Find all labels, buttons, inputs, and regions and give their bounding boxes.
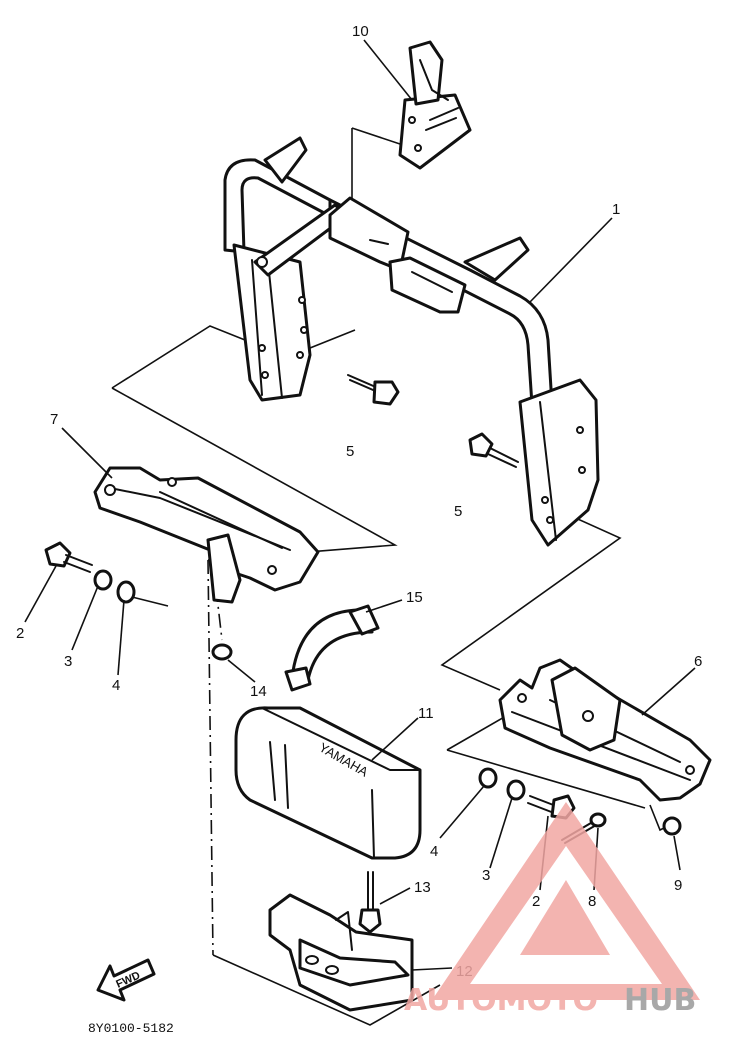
part-1-guard-frame	[223, 136, 600, 547]
callout-6: 6	[694, 653, 702, 670]
callout-8: 8	[588, 893, 596, 910]
part-15-strap	[284, 604, 380, 692]
callout-5-upper: 5	[346, 443, 354, 460]
diagram-code: 8Y0100-5182	[88, 1021, 174, 1036]
callout-9: 9	[674, 877, 682, 894]
part-12-holder	[268, 893, 414, 1012]
part-14-grommet	[211, 643, 233, 661]
part-3-spring-washer-left	[93, 569, 113, 591]
part-4-washer-right	[478, 767, 498, 789]
callout-2-left: 2	[16, 625, 24, 642]
part-5-bolt-upper	[347, 374, 400, 406]
part-2-bolt-left	[44, 541, 93, 573]
part-4-washer-left	[116, 580, 136, 604]
callout-13: 13	[414, 879, 431, 896]
callout-3-right: 3	[482, 867, 490, 884]
callout-1: 1	[612, 201, 620, 218]
part-10-small-bracket	[398, 40, 472, 170]
automotohub-watermark: AUTOMOTO HUB	[404, 802, 700, 1018]
callout-7: 7	[50, 411, 58, 428]
watermark-text-hub: HUB	[624, 983, 696, 1018]
part-11-battery-box: YAMAHA	[234, 706, 422, 860]
part-6-right-bracket	[498, 658, 712, 802]
callout-10: 10	[352, 23, 369, 40]
callout-4-right: 4	[430, 843, 438, 860]
part-3-spring-washer-right	[506, 779, 526, 801]
callout-5-lower: 5	[454, 503, 462, 520]
callout-14: 14	[250, 683, 267, 700]
watermark-triangle-logo	[432, 802, 700, 1000]
callout-15: 15	[406, 589, 423, 606]
part-5-bolt-lower	[468, 432, 519, 468]
callout-2-right: 2	[532, 893, 540, 910]
part-7-left-bracket	[93, 466, 320, 604]
part-9-washer	[662, 816, 682, 836]
callout-4-left: 4	[112, 677, 120, 694]
callout-11: 11	[418, 705, 434, 722]
part-13-screw	[358, 871, 382, 934]
callout-3-left: 3	[64, 653, 72, 670]
watermark-text-automoto: AUTOMOTO	[404, 983, 598, 1018]
fwd-direction-arrow: FWD	[96, 958, 156, 1002]
